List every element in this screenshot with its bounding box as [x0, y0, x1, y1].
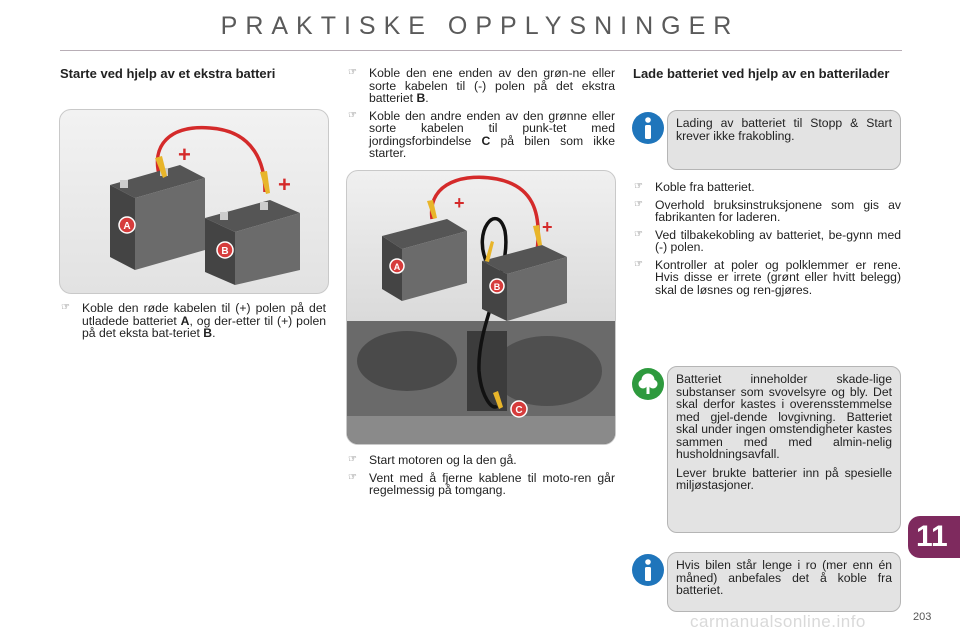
- arrow-right-icon: ☞: [634, 198, 643, 210]
- battery-b-ref: B: [416, 91, 426, 105]
- battery-a-label: A: [123, 221, 130, 232]
- step-text: Koble fra batteriet.: [655, 180, 755, 194]
- list-item: ☞ Koble den ene enden av den grøn-ne ell…: [347, 67, 615, 105]
- long-parking-info-note: Hvis bilen står lenge i ro (mer enn én m…: [667, 552, 901, 612]
- plus-sign-a: +: [454, 193, 465, 213]
- charger-heading: Lade batteriet ved hjelp av en batterila…: [633, 66, 890, 81]
- header-divider: [60, 50, 902, 51]
- red-cable: [155, 125, 267, 193]
- plus-sign-b: +: [542, 217, 553, 237]
- list-item: ☞ Overhold bruksinstruksjonene som gis av…: [633, 197, 901, 224]
- step-text: Vent med å fjerne kablene til moto-ren g…: [369, 470, 615, 497]
- arrow-right-icon: ☞: [348, 471, 357, 483]
- arrow-right-icon: ☞: [348, 454, 357, 465]
- list-item: ☞ Kontroller at poler og polklemmer er re…: [633, 257, 901, 297]
- ground-point-label: C: [515, 405, 522, 416]
- battery-b-label: B: [221, 246, 228, 257]
- step-text: Koble den røde kabelen til (+) polen på …: [82, 301, 326, 328]
- charger-steps: ☞ Koble fra batteriet. ☞ Overhold bruksins…: [633, 181, 901, 301]
- note-text: Lading av batteriet til Stopp & Start kr…: [676, 116, 892, 143]
- step-text: Overhold bruksinstruksjonene som gis av …: [655, 197, 901, 224]
- engine-run-steps: ☞ Start motoren og la den gå. ☞ Vent med…: [347, 454, 615, 502]
- battery-b-ref: B: [203, 326, 213, 340]
- battery-disposal-note: Batteriet inneholder skade-lige substans…: [667, 366, 901, 533]
- step-text: Koble den andre enden av den grønne elle…: [369, 108, 615, 148]
- battery-b-label: B: [494, 282, 501, 292]
- battery-b: B: [482, 245, 567, 321]
- list-item: ☞ Ved tilbakekobling av batteriet, be-gyn…: [633, 227, 901, 254]
- step-text: Koble den ene enden av den grøn-ne eller…: [369, 66, 615, 105]
- plus-sign-a: +: [178, 142, 191, 167]
- arrow-right-icon: ☞: [348, 109, 357, 121]
- jump-start-heading: Starte ved hjelp av et ekstra batteri: [60, 66, 276, 81]
- step-text: , og der-etter til (+) polen på det ekst…: [82, 313, 326, 340]
- note-text: Hvis bilen står lenge i ro (mer enn én m…: [676, 558, 892, 597]
- battery-b: B: [205, 200, 300, 285]
- jump-start-illustration: A B + +: [59, 109, 329, 294]
- step-text: .: [425, 91, 429, 105]
- battery-a: A: [382, 219, 467, 301]
- step-text: Start motoren og la den gå.: [369, 453, 517, 467]
- step-text: på bilen som ikke starter.: [369, 133, 615, 160]
- arrow-right-icon: ☞: [634, 258, 643, 270]
- step-text: .: [212, 326, 216, 340]
- jump-start-red-cable-steps: ☞ Koble den røde kabelen til (+) polen p…: [60, 302, 326, 345]
- clamp-b: [260, 171, 270, 194]
- battery-a: A: [110, 165, 205, 270]
- chapter-tab[interactable]: 11: [908, 516, 960, 558]
- arrow-right-icon: ☞: [61, 302, 70, 313]
- batteries-drawing: A B + +: [110, 125, 300, 285]
- engine-drawing: A B + + C: [347, 175, 615, 444]
- list-item: ☞ Koble den røde kabelen til (+) polen p…: [60, 302, 326, 340]
- jump-start-black-cable-steps: ☞ Koble den ene enden av den grøn-ne ell…: [347, 67, 615, 165]
- battery-a-label: A: [394, 262, 401, 272]
- step-text: Ved tilbakekobling av batteriet, be-gynn…: [655, 227, 901, 254]
- plus-sign-b: +: [278, 172, 291, 197]
- list-item: ☞ Koble fra batteriet.: [633, 181, 901, 194]
- engine-bay-illustration: A B + + C: [346, 170, 616, 445]
- stop-start-info-note: Lading av batteriet til Stopp & Start kr…: [667, 110, 901, 170]
- arrow-right-icon: ☞: [634, 181, 643, 192]
- page-title: PRAKTISKE OPPLYSNINGER: [220, 12, 740, 40]
- list-item: ☞ Koble den andre enden av den grønne el…: [347, 108, 615, 160]
- note-text: Batteriet inneholder skade-lige substans…: [676, 372, 892, 461]
- list-item: ☞ Vent med å fjerne kablene til moto-ren…: [347, 470, 615, 497]
- step-text: Kontroller at poler og polklemmer er ren…: [655, 257, 901, 297]
- watermark: carmanualsonline.info: [690, 612, 866, 631]
- arrow-right-icon: ☞: [634, 228, 643, 240]
- info-icon: [632, 554, 664, 591]
- battery-a-ref: A: [180, 313, 190, 328]
- tree-icon: [632, 368, 664, 405]
- note-text: Lever brukte batterier inn på spesielle …: [676, 465, 892, 492]
- ground-point-ref: C: [481, 133, 491, 148]
- list-item: ☞ Start motoren og la den gå.: [347, 454, 615, 467]
- page-number: 203: [913, 611, 932, 623]
- clamp-a: [155, 156, 167, 178]
- info-icon: [632, 112, 664, 149]
- arrow-right-icon: ☞: [348, 67, 357, 78]
